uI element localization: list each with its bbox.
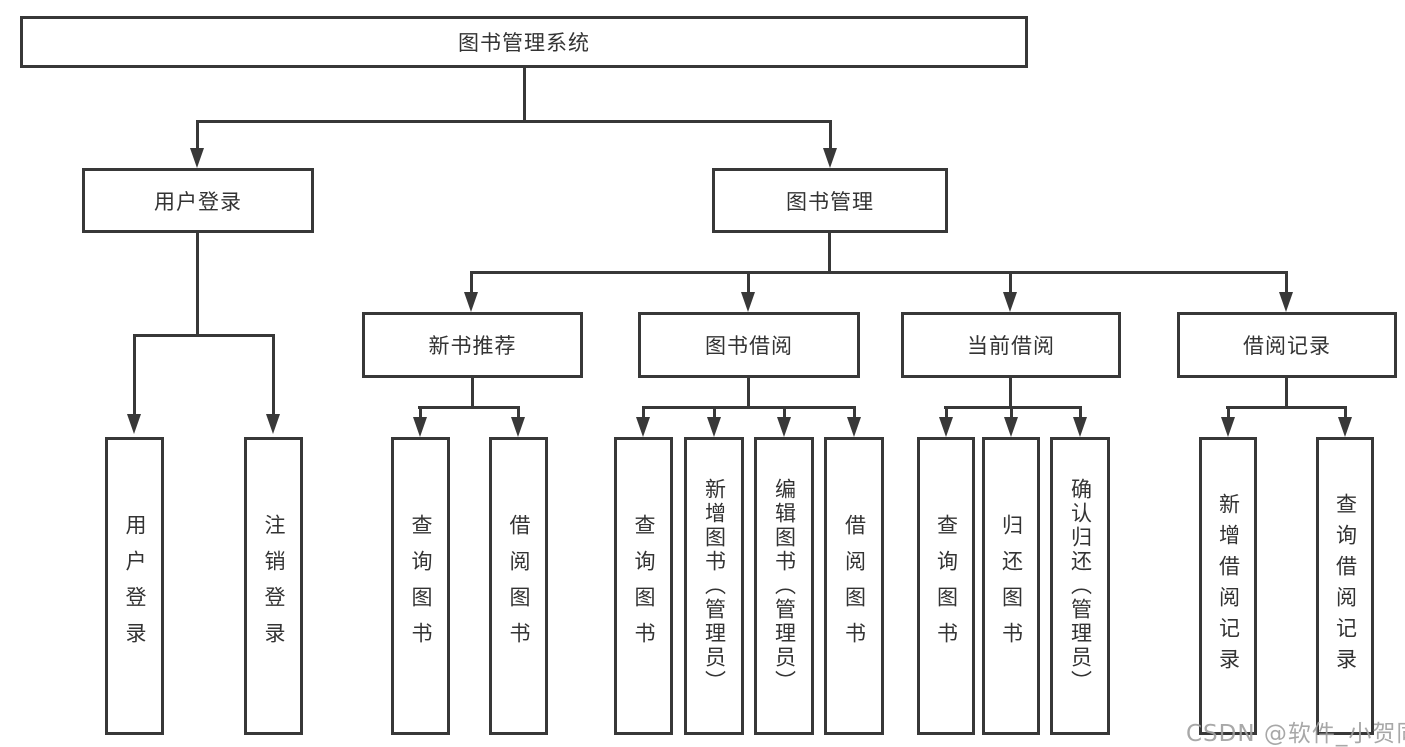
connector-line [471, 378, 474, 409]
leaf-borrow-books: 借阅图书 [824, 437, 884, 735]
leaf-add-books-admin-label: 新增图书（管理员） [702, 478, 727, 694]
connector-line [1009, 271, 1012, 293]
leaf-query-books-borrow: 查询图书 [614, 437, 673, 735]
arrowhead [127, 414, 141, 434]
leaf-edit-books-admin-label: 编辑图书（管理员） [772, 478, 797, 694]
node-book-borrowing-label: 图书借阅 [705, 334, 793, 358]
leaf-user-login-label: 用户登录 [123, 514, 147, 658]
leaf-logout: 注销登录 [244, 437, 303, 735]
leaf-query-books-borrow-label: 查询图书 [632, 514, 656, 658]
connector-line [1079, 406, 1082, 419]
connector-line [133, 334, 275, 337]
connector-line [1009, 378, 1012, 409]
leaf-return-books-label: 归还图书 [999, 514, 1024, 658]
leaf-borrow-books-recommend-label: 借阅图书 [507, 514, 531, 658]
connector-line [747, 271, 750, 293]
connector-line [196, 120, 199, 149]
node-book-management: 图书管理 [712, 168, 948, 233]
leaf-query-books-current-label: 查询图书 [934, 514, 959, 658]
node-current-borrowing-label: 当前借阅 [967, 334, 1055, 358]
connector-line [783, 406, 786, 419]
leaf-user-login: 用户登录 [105, 437, 164, 735]
arrowhead [464, 292, 478, 312]
leaf-logout-label: 注销登录 [262, 514, 286, 658]
arrowhead [1221, 417, 1235, 437]
leaf-borrow-books-recommend: 借阅图书 [489, 437, 548, 735]
connector-line [196, 233, 199, 337]
leaf-add-borrow-record-label: 新增借阅记录 [1216, 493, 1241, 679]
connector-line [853, 406, 856, 419]
connector-line [1285, 378, 1288, 409]
node-user-login: 用户登录 [82, 168, 314, 233]
leaf-query-books-current: 查询图书 [917, 437, 975, 735]
connector-line [470, 271, 1288, 274]
connector-line [196, 120, 832, 123]
arrowhead [823, 148, 837, 168]
connector-line [1285, 271, 1288, 293]
connector-line [1344, 406, 1347, 419]
connector-line [944, 406, 1082, 409]
connector-line [642, 406, 856, 409]
node-book-management-label: 图书管理 [786, 189, 874, 214]
connector-line [523, 68, 526, 123]
leaf-borrow-books-label: 借阅图书 [842, 514, 867, 658]
node-borrowing-records-label: 借阅记录 [1243, 334, 1331, 358]
leaf-query-books-recommend-label: 查询图书 [409, 514, 433, 658]
arrowhead [190, 148, 204, 168]
connector-line [418, 406, 520, 409]
arrowhead [707, 417, 721, 437]
connector-line [419, 406, 422, 419]
arrowhead [1338, 417, 1352, 437]
node-user-login-label: 用户登录 [154, 189, 242, 214]
arrowhead [939, 417, 953, 437]
leaf-query-borrow-record-label: 查询借阅记录 [1333, 493, 1358, 679]
csdn-watermark: CSDN @软件_小贺同学 [1186, 721, 1405, 747]
node-book-borrowing: 图书借阅 [638, 312, 860, 378]
leaf-query-borrow-record: 查询借阅记录 [1316, 437, 1374, 735]
arrowhead [847, 417, 861, 437]
connector-line [470, 271, 473, 293]
arrowhead [511, 417, 525, 437]
leaf-edit-books-admin: 编辑图书（管理员） [754, 437, 814, 735]
node-new-book-recommendation-label: 新书推荐 [428, 334, 517, 358]
node-library-system: 图书管理系统 [20, 16, 1028, 68]
connector-line [713, 406, 716, 419]
connector-line [747, 378, 750, 409]
leaf-query-books-recommend: 查询图书 [391, 437, 450, 735]
connector-line [272, 334, 275, 416]
node-library-system-label: 图书管理系统 [458, 31, 590, 55]
leaf-return-books: 归还图书 [982, 437, 1040, 735]
connector-line [642, 406, 645, 419]
connector-line [1010, 406, 1013, 419]
connector-line [517, 406, 520, 419]
leaf-add-books-admin: 新增图书（管理员） [684, 437, 744, 735]
node-current-borrowing: 当前借阅 [901, 312, 1121, 378]
node-borrowing-records: 借阅记录 [1177, 312, 1397, 378]
arrowhead [1004, 417, 1018, 437]
connector-line [1226, 406, 1347, 409]
arrowhead [413, 417, 427, 437]
leaf-confirm-return-admin-label: 确认归还（管理员） [1068, 478, 1093, 694]
arrowhead [1073, 417, 1087, 437]
connector-line [828, 233, 831, 273]
arrowhead [1279, 292, 1293, 312]
arrowhead [741, 292, 755, 312]
connector-line [945, 406, 948, 419]
arrowhead [636, 417, 650, 437]
arrowhead [266, 414, 280, 434]
arrowhead [777, 417, 791, 437]
node-new-book-recommendation: 新书推荐 [362, 312, 583, 378]
leaf-add-borrow-record: 新增借阅记录 [1199, 437, 1257, 735]
connector-line [829, 120, 832, 149]
leaf-confirm-return-admin: 确认归还（管理员） [1050, 437, 1110, 735]
connector-line [133, 334, 136, 416]
connector-line [1227, 406, 1230, 419]
arrowhead [1003, 292, 1017, 312]
